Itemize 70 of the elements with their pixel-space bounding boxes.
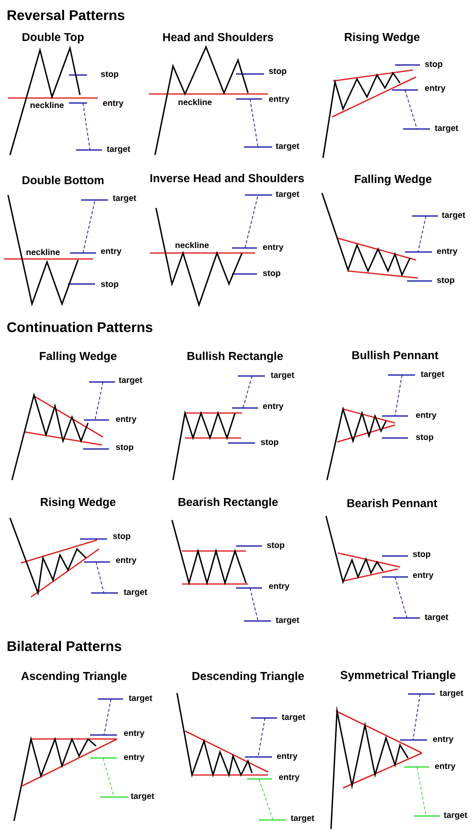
neckline-label: neckline [30, 102, 64, 108]
level-label: entry [263, 403, 284, 411]
section-heading: Reversal Patterns [8, 10, 124, 20]
neckline-label: neckline [176, 242, 209, 248]
level-label: target [420, 371, 444, 379]
level-label: entry [433, 736, 454, 744]
level-label: target [270, 372, 294, 380]
pattern-title: Double Bottom [22, 176, 104, 184]
level-label: stop [267, 542, 284, 550]
level-label: target [276, 191, 300, 199]
pattern-title: Ascending Triangle [21, 672, 127, 682]
pattern-title: Bearish Pennant [347, 498, 438, 508]
level-label: target [112, 195, 136, 203]
neckline-label: neckline [26, 248, 60, 256]
level-label: entry [116, 557, 136, 565]
level-label: entry [277, 753, 298, 761]
level-label: entry [437, 248, 458, 256]
pattern-title: Bullish Rectangle [188, 352, 283, 362]
level-label: stop [101, 281, 118, 289]
level-label: entry [263, 244, 284, 252]
level-label: target [128, 695, 152, 703]
level-label: stop [413, 551, 430, 559]
level-label: entry [269, 96, 290, 104]
level-label: stop [269, 68, 286, 76]
pattern-title: Bearish Rectangle [178, 498, 278, 508]
level-label: target [442, 212, 466, 220]
level-label: stop [261, 439, 278, 447]
level-label: target [106, 146, 130, 154]
pattern-title: Rising Wedge [40, 498, 116, 508]
pattern-title: Double Top [22, 32, 84, 44]
level-label: stop [113, 533, 130, 541]
level-label: stop [425, 61, 442, 69]
level-label: entry [101, 248, 122, 256]
level-label: target [124, 589, 148, 597]
section-heading: Continuation Patterns [7, 322, 152, 332]
level-label: entry [124, 754, 144, 762]
level-label: entry [425, 85, 446, 93]
level-label: stop [101, 71, 118, 79]
level-label: entry [435, 763, 456, 771]
level-label: entry [279, 774, 300, 782]
level-label: target [434, 125, 458, 133]
level-label: target [276, 143, 300, 151]
level-label: stop [263, 270, 280, 278]
level-label: target [130, 793, 154, 801]
pattern-title: Symmetrical Triangle [340, 670, 456, 682]
pattern-title: Descending Triangle [192, 672, 304, 682]
level-label: target [440, 690, 464, 698]
level-label: stop [116, 444, 134, 452]
level-label: entry [413, 572, 434, 580]
pattern-title: Falling Wedge [40, 352, 116, 362]
level-label: entry [416, 412, 436, 420]
pattern-title: Rising Wedge [344, 32, 420, 44]
pattern-title: Bullish Pennant [352, 350, 438, 360]
level-label: entry [124, 730, 144, 738]
neckline-label: neckline [178, 98, 212, 106]
level-label: entry [269, 583, 290, 591]
level-label: target [118, 377, 142, 385]
pattern-title: Inverse Head and Shoulders [150, 174, 304, 182]
level-label: target [444, 812, 468, 820]
level-label: stop [416, 434, 434, 442]
level-label: target [424, 614, 448, 622]
level-label: entry [116, 416, 136, 424]
level-label: stop [437, 277, 454, 285]
level-label: target [282, 714, 306, 722]
level-label: target [276, 617, 300, 625]
level-label: entry [103, 100, 124, 108]
section-heading: Bilateral Patterns [8, 640, 122, 652]
level-label: target [290, 815, 314, 823]
pattern-title: Head and Shoulders [163, 32, 274, 42]
pattern-title: Falling Wedge [354, 174, 432, 186]
